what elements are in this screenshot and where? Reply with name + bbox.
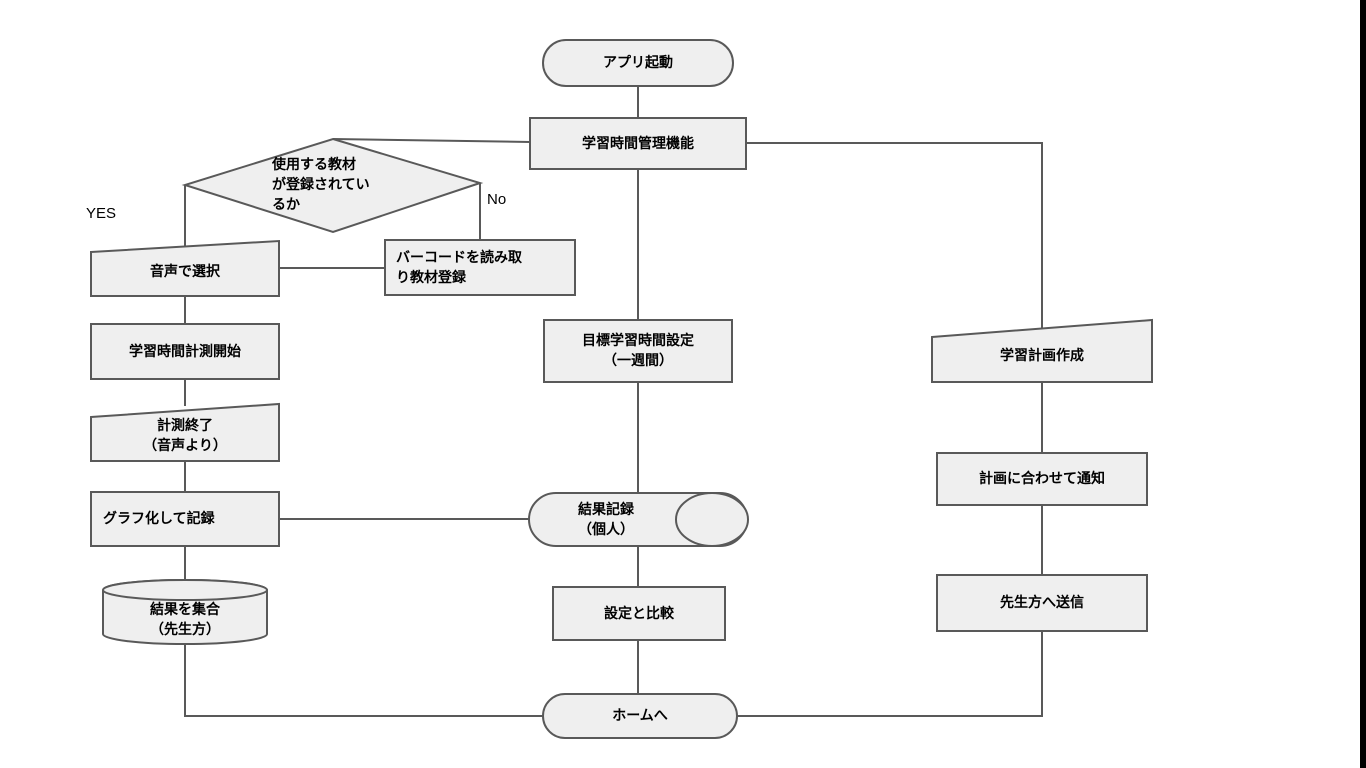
node-voice-select: 音声で選択	[150, 264, 220, 280]
node-aggregate-results-top	[102, 579, 268, 601]
node-compare-setting: 設定と比較	[604, 605, 674, 622]
edge-send-to-home	[737, 631, 1043, 717]
node-plan-notify: 計画に合わせて通知	[979, 471, 1105, 487]
node-barcode-register: バーコードを読み取 り教材登録	[396, 249, 522, 286]
node-home-shape	[542, 693, 738, 739]
node-study-time-mgmt-shape	[529, 117, 747, 170]
node-app-start-shape	[542, 39, 734, 87]
node-plan-create: 学習計画作成	[1000, 348, 1084, 364]
node-barcode-register-shape	[384, 239, 576, 296]
shapes	[90, 39, 1153, 739]
node-home: ホームへ	[612, 708, 668, 724]
node-send-teachers-shape	[936, 574, 1148, 632]
node-voice-select-shape	[90, 239, 280, 297]
node-measure-end-shape	[90, 402, 280, 462]
node-plan-create-shape	[931, 318, 1153, 383]
node-result-record-end	[675, 492, 749, 547]
edge-mgmt-to-decision	[332, 138, 531, 143]
node-measure-end: 計測終了 （音声より）	[143, 417, 227, 454]
branch-label-no: No	[487, 191, 507, 208]
window-edge-bar	[1360, 0, 1366, 768]
edge-mgmt-to-plan	[746, 142, 1043, 330]
node-result-record: 結果記録 （個人）	[578, 502, 634, 538]
node-goal-setting: 目標学習時間設定 （一週間）	[582, 333, 694, 369]
node-measure-start-shape	[90, 323, 280, 380]
node-graph-record: グラフ化して記録	[103, 511, 215, 527]
node-graph-record-shape	[90, 491, 280, 547]
node-decision-material-shape	[181, 137, 484, 234]
connectors	[184, 86, 1043, 717]
node-compare-setting-shape	[552, 586, 726, 641]
branch-label-yes: YES	[86, 205, 117, 222]
node-goal-setting-shape	[543, 319, 733, 383]
node-decision-material: 使用する教材 が登録されてい るか	[272, 157, 370, 213]
node-study-time-mgmt: 学習時間管理機能	[582, 135, 694, 152]
node-send-teachers: 先生方へ送信	[1000, 595, 1084, 611]
node-measure-start: 学習時間計測開始	[129, 343, 241, 360]
node-app-start: アプリ起動	[603, 55, 673, 71]
node-aggregate-results: 結果を集合 （先生方）	[150, 602, 220, 638]
edge-aggregate-to-home	[184, 644, 543, 717]
node-plan-notify-shape	[936, 452, 1148, 506]
